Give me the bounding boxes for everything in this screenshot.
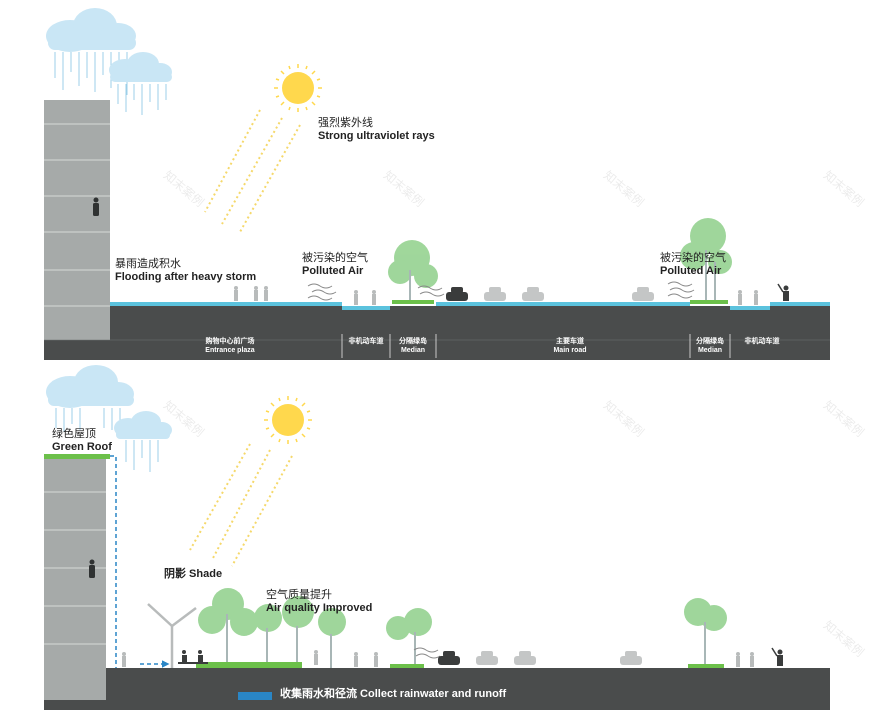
uv-rays [204, 109, 301, 233]
tree-icon [388, 240, 438, 302]
polluted-air-label-right: 被污染的空气 Polluted Air [660, 252, 726, 277]
person-waving-icon [771, 647, 783, 666]
car-icon [484, 287, 506, 301]
car-icon [476, 651, 498, 665]
wind-turbine-icon [147, 603, 197, 668]
building [44, 100, 110, 340]
rain-icon [125, 440, 159, 472]
ground-slab [110, 306, 830, 340]
cloud-icon [114, 411, 172, 439]
car-icon [446, 287, 468, 301]
cloud-icon [46, 8, 136, 52]
car-icon [438, 651, 460, 665]
sun-icon [264, 396, 312, 444]
rain-tank [238, 692, 272, 700]
building [44, 454, 110, 700]
uv-label: 强烈紫外线 Strong ultraviolet rays [318, 117, 435, 142]
tree-icon [680, 218, 732, 302]
person-waving-icon [777, 283, 789, 301]
polluted-air-label-left: 被污染的空气 Polluted Air [302, 252, 368, 277]
segment-bike-lane-left: 非机动车道 [348, 338, 384, 345]
flood-water [110, 302, 830, 310]
green-roof [44, 454, 110, 459]
road-strip [44, 340, 830, 360]
people-icons [122, 650, 754, 667]
rain-icon [117, 84, 167, 115]
cloud-icon [46, 365, 134, 408]
person-icon [89, 559, 95, 578]
person-icon [93, 197, 99, 216]
tree-icon [684, 598, 727, 668]
tree-cluster [198, 588, 346, 668]
top-section [44, 8, 830, 360]
collect-rainwater-label: 收集雨水和径流 Collect rainwater and runoff [280, 688, 507, 700]
car-icon [632, 287, 654, 301]
segment-bike-lane-right: 非机动车道 [744, 338, 780, 345]
pollution-icon [413, 647, 441, 659]
shade-label: 阴影 Shade [164, 568, 223, 580]
pollution-icon [307, 281, 695, 301]
flood-label: 暴雨造成积水 Flooding after heavy storm [115, 258, 257, 283]
people-icons [234, 286, 758, 305]
green-roof-label: 绿色屋顶 Green Roof [52, 428, 112, 453]
tree-icon [386, 608, 432, 668]
car-icon [514, 651, 536, 665]
car-icon [620, 651, 642, 665]
air-quality-label: 空气质量提升 Air quality Improved [266, 589, 373, 614]
car-icon [522, 287, 544, 301]
grass [196, 662, 724, 668]
bottom-section [44, 365, 830, 710]
cloud-icon [109, 52, 172, 82]
seated-people-icon [178, 650, 208, 664]
sun-rays [189, 443, 293, 567]
rain-icon [55, 408, 121, 432]
sun-icon [274, 64, 322, 112]
grass [392, 300, 728, 304]
